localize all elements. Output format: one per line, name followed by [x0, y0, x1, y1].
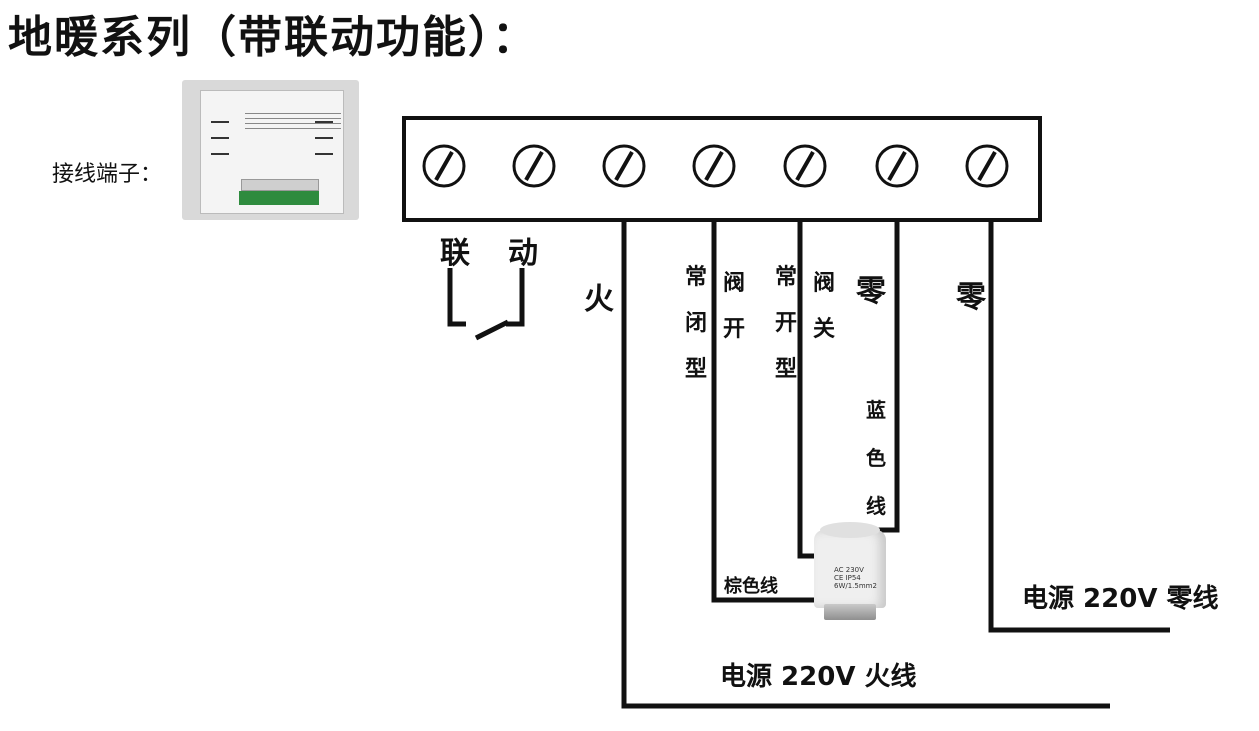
- valve-open-label: 阀 开: [722, 270, 745, 342]
- valve-close-label: 阀 关: [812, 270, 835, 342]
- terminal-screw-1: [422, 144, 466, 188]
- terminal-screw-3: [602, 144, 646, 188]
- link-label-2: 动: [508, 236, 538, 271]
- terminal-screw-4: [692, 144, 736, 188]
- neutral-label-2: 零: [956, 280, 986, 315]
- valve-base: [824, 604, 876, 620]
- power-live-label: 电源 220V 火线: [720, 662, 917, 692]
- panel-slot: [315, 121, 333, 123]
- live-wire: [621, 222, 1110, 709]
- thermostat-label-text: [245, 109, 341, 131]
- panel-slot: [315, 153, 333, 155]
- no-type-label: 常 开 型: [774, 264, 797, 382]
- brown-wire-label: 棕色线: [724, 576, 778, 597]
- link-switch-blade: [474, 319, 510, 341]
- terminal-screw-6: [875, 144, 919, 188]
- thermostat-photo: [182, 80, 359, 220]
- brown-wire: [711, 222, 830, 603]
- fire-label: 火: [584, 282, 614, 317]
- photo-terminal-block: [239, 191, 319, 205]
- nc-type-label: 常 闭 型: [684, 264, 707, 382]
- blue-wire-label: 蓝 色 线: [866, 398, 886, 518]
- terminal-screw-2: [512, 144, 556, 188]
- valve-spec-text: AC 230V CE IP54 6W/1.5mm2: [834, 566, 877, 590]
- panel-slot: [211, 153, 229, 155]
- thermostat-back-panel: [200, 90, 344, 214]
- panel-slot: [211, 121, 229, 123]
- neutral-label-1: 零: [856, 274, 886, 309]
- link-wire-right: [506, 268, 525, 327]
- panel-slot: [211, 137, 229, 139]
- power-neutral-label: 电源 220V 零线: [1022, 584, 1219, 614]
- link-wire-left: [447, 268, 466, 327]
- terminal-screw-5: [783, 144, 827, 188]
- thermal-actuator-valve: AC 230V CE IP54 6W/1.5mm2: [814, 522, 886, 622]
- photo-terminal-strip: [241, 179, 319, 191]
- neutral-wire: [988, 222, 1170, 633]
- panel-slot: [315, 137, 333, 139]
- valve-body: [814, 530, 886, 608]
- terminal-screw-7: [965, 144, 1009, 188]
- terminal-label: 接线端子：: [52, 162, 163, 187]
- page-title: 地暖系列（带联动功能）：: [8, 12, 538, 63]
- valve-cap: [820, 522, 880, 538]
- link-label-1: 联: [440, 236, 470, 271]
